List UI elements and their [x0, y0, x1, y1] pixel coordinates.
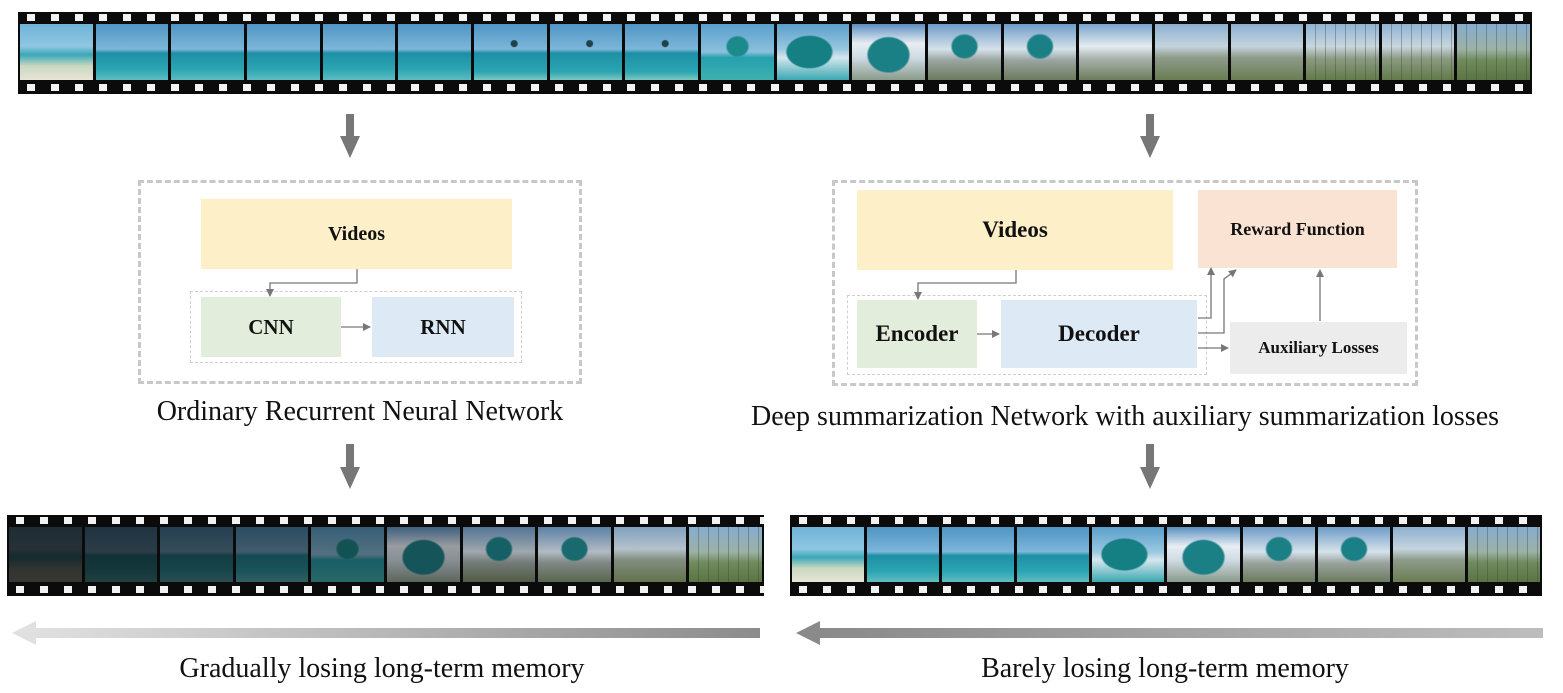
video-frame — [1242, 527, 1315, 582]
rnn-box: RNN — [372, 297, 514, 357]
right-panel-caption: Deep summarization Network with auxiliar… — [750, 401, 1500, 432]
video-frame — [20, 24, 93, 80]
video-frame — [867, 527, 940, 582]
left-panel-caption: Ordinary Recurrent Neural Network — [156, 396, 564, 427]
video-frame — [1457, 24, 1531, 80]
bottom-left-frames — [9, 527, 762, 582]
video-frame — [1392, 527, 1465, 582]
video-frame — [852, 24, 925, 80]
decoder-box: Decoder — [1001, 300, 1197, 368]
video-frame — [473, 24, 547, 80]
video-frame — [398, 24, 471, 80]
left-gradient-arrow — [12, 621, 760, 645]
film-holes — [7, 586, 764, 593]
left-connectors — [266, 269, 371, 331]
video-frame — [9, 527, 82, 582]
top-film-strip — [18, 12, 1532, 94]
left-panel-frame — [138, 180, 582, 384]
video-frame — [1079, 24, 1152, 80]
right-connectors — [914, 267, 1324, 352]
video-frame — [1230, 24, 1304, 80]
film-holes — [7, 517, 764, 524]
video-frame — [792, 527, 865, 582]
down-arrow-left-top — [340, 114, 360, 158]
video-frame — [549, 24, 623, 80]
video-frame — [1154, 24, 1228, 80]
down-arrow-right-top — [1140, 114, 1160, 158]
right-videos-box: Videos — [857, 190, 1173, 270]
video-frame — [1381, 24, 1455, 80]
cnn-box: CNN — [201, 297, 341, 357]
encoder-box: Encoder — [857, 300, 977, 368]
video-frame — [84, 527, 158, 582]
auxiliary-losses-box: Auxiliary Losses — [1230, 322, 1407, 374]
video-frame — [689, 527, 762, 582]
video-frame — [235, 527, 309, 582]
left-videos-box: Videos — [201, 199, 512, 269]
top-frames — [20, 24, 1531, 80]
left-inner-frame — [190, 291, 522, 363]
bottom-right-caption: Barely losing long-term memory — [981, 653, 1349, 684]
video-frame — [246, 24, 320, 80]
down-arrow-right-bottom — [1140, 444, 1160, 489]
video-frame — [322, 24, 396, 80]
video-frame — [538, 527, 611, 582]
down-arrow-left-bottom — [340, 444, 360, 489]
video-frame — [1467, 527, 1540, 582]
video-frame — [1306, 24, 1379, 80]
video-frame — [1017, 527, 1090, 582]
video-frame — [462, 527, 536, 582]
bottom-right-film-strip — [790, 515, 1542, 596]
right-panel-frame — [832, 180, 1418, 386]
bottom-left-caption: Gradually losing long-term memory — [179, 653, 585, 684]
bottom-left-film-strip — [7, 515, 764, 596]
video-frame — [160, 527, 233, 582]
right-inner-frame — [847, 295, 1207, 375]
right-gradient-arrow — [796, 621, 1543, 645]
video-frame — [625, 24, 698, 80]
video-frame — [927, 24, 1001, 80]
film-holes — [790, 517, 1542, 524]
video-frame — [942, 527, 1015, 582]
reward-function-box: Reward Function — [1198, 190, 1397, 268]
video-frame — [95, 24, 169, 80]
video-frame — [700, 24, 774, 80]
video-frame — [311, 527, 384, 582]
video-frame — [171, 24, 244, 80]
film-holes — [790, 586, 1542, 593]
video-frame — [1092, 527, 1165, 582]
video-frame — [1317, 527, 1390, 582]
video-frame — [776, 24, 850, 80]
video-frame — [613, 527, 687, 582]
video-frame — [1167, 527, 1240, 582]
film-holes — [18, 14, 1532, 21]
film-holes — [18, 84, 1532, 91]
video-frame — [1003, 24, 1077, 80]
bottom-right-frames — [792, 527, 1540, 582]
video-frame — [386, 527, 460, 582]
